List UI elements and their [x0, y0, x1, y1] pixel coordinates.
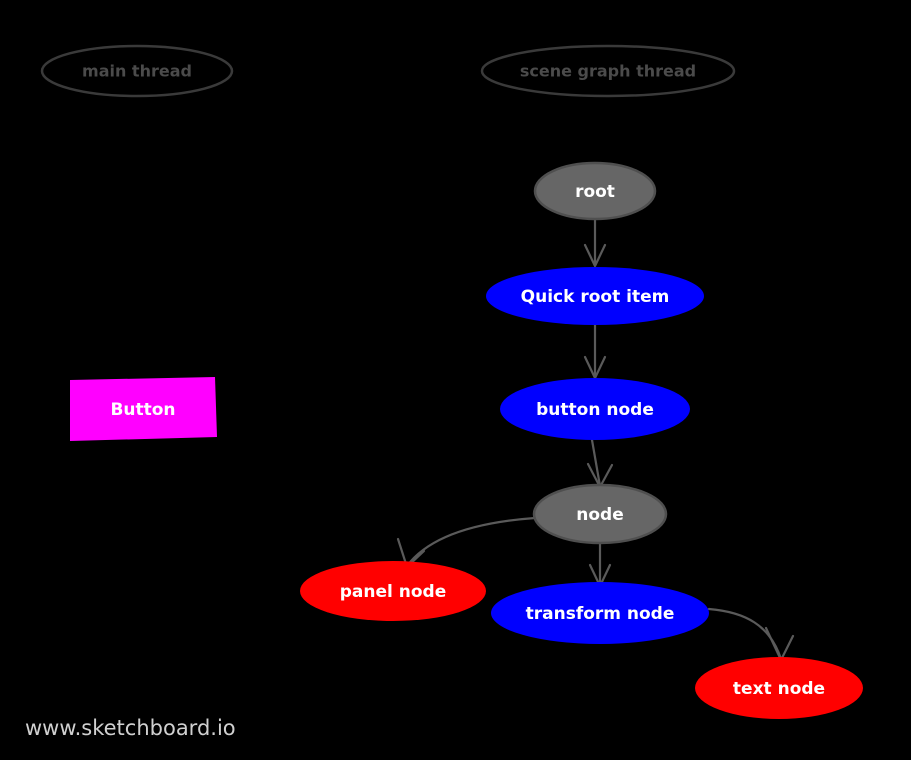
edge-node-to-transform-node[interactable]: [588, 541, 612, 588]
node-button-node[interactable]: button node: [500, 378, 690, 440]
node-node[interactable]: node: [532, 483, 668, 545]
node-text-node-shape: [695, 657, 863, 719]
node-root[interactable]: root: [533, 161, 657, 221]
watermark: www.sketchboard.io: [25, 716, 236, 740]
edge-quick-root-item-to-button-node[interactable]: [583, 323, 607, 380]
edge-button-node-to-node[interactable]: [586, 438, 614, 489]
edge-root-to-quick-root-item[interactable]: [583, 217, 607, 268]
edge-node-to-panel-node-line: [405, 516, 537, 568]
edge-transform-node-to-text-node-arrowhead: [764, 626, 795, 662]
lane-scene-graph-thread-ellipse: [480, 44, 736, 98]
edge-transform-node-to-text-node-line: [707, 607, 783, 661]
lane-main-thread-ellipse: [40, 44, 234, 98]
edge-root-to-quick-root-item-arrowhead: [583, 243, 607, 268]
edge-transform-node-to-text-node[interactable]: [707, 607, 795, 662]
lane-main-thread-label: main thread: [82, 62, 192, 81]
node-quick-root-item-shape: [486, 267, 704, 325]
edge-button-node-to-node-line: [590, 438, 602, 488]
node-transform-node-shape: [491, 582, 709, 644]
node-button-node-shape: [500, 378, 690, 440]
node-root-shape: [533, 161, 657, 221]
node-node-shape: [532, 483, 668, 545]
lane-scene-graph-thread[interactable]: scene graph thread: [480, 44, 736, 98]
edge-node-to-panel-node[interactable]: [396, 516, 537, 569]
node-text-node[interactable]: text node: [695, 657, 863, 719]
lane-main-thread[interactable]: main thread: [40, 44, 234, 98]
node-panel-node[interactable]: panel node: [300, 561, 486, 621]
lane-scene-graph-thread-label: scene graph thread: [520, 62, 696, 81]
node-button[interactable]: Button: [70, 377, 217, 441]
node-transform-node[interactable]: transform node: [491, 582, 709, 644]
node-quick-root-item[interactable]: Quick root item: [486, 267, 704, 325]
node-button-shape: [70, 377, 217, 441]
node-panel-node-shape: [300, 561, 486, 621]
